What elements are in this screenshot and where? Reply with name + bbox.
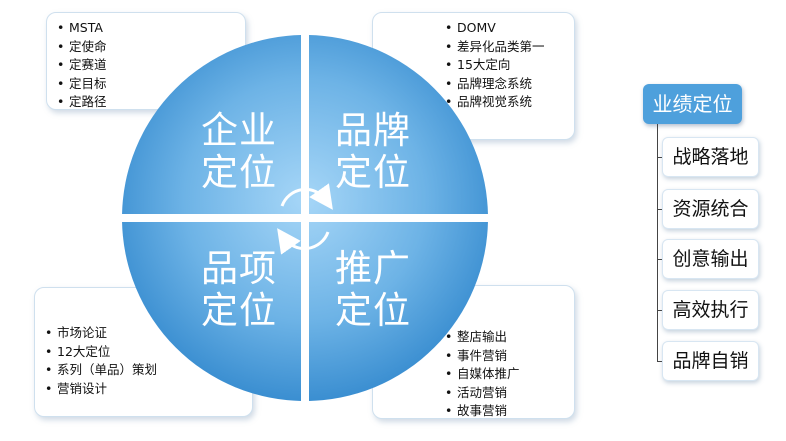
hierarchy-connector — [657, 124, 658, 362]
performance-item-resources: 资源统合 — [662, 189, 759, 229]
performance-title: 业绩定位 — [643, 84, 742, 124]
connector-tick — [657, 157, 662, 158]
connector-tick — [657, 209, 662, 210]
quadrant-shape-bottom-right — [309, 222, 488, 401]
cycle-arrows-icon — [277, 183, 333, 255]
quadrant-label-enterprise: 企业 定位 — [201, 109, 277, 194]
connector-tick — [657, 361, 662, 362]
quadrant-label-product: 品项 定位 — [201, 247, 277, 332]
performance-item-execution: 高效执行 — [662, 290, 759, 330]
quadrant-label-promotion: 推广 定位 — [335, 247, 411, 332]
quadrant-shape-bottom-left — [122, 222, 301, 401]
performance-item-strategy: 战略落地 — [662, 137, 759, 177]
quadrant-label-brand: 品牌 定位 — [335, 109, 411, 194]
performance-item-brand-sales: 品牌自销 — [662, 341, 759, 381]
quadrant-shape-top-right — [309, 35, 488, 214]
connector-tick — [657, 259, 662, 260]
quadrant-shape-top-left — [122, 35, 301, 214]
connector-tick — [657, 310, 662, 311]
performance-item-creative: 创意输出 — [662, 239, 759, 279]
